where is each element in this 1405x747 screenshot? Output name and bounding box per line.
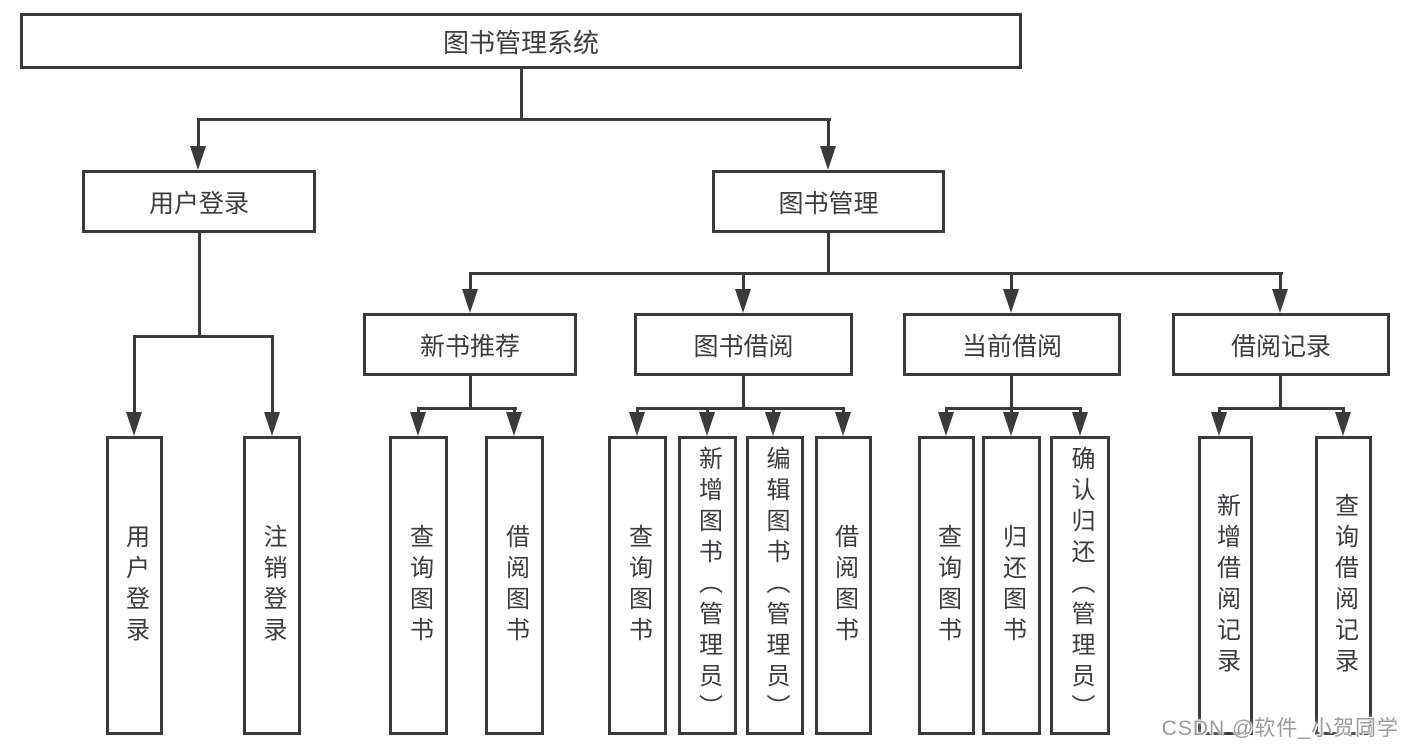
arrow-to-book-management (819, 118, 836, 170)
node-root-label: 图书管理系统 (442, 27, 599, 58)
arrow-to-book-borrow (734, 272, 751, 313)
leaf-borrow-books-2: 借阅图书 (815, 436, 872, 735)
leaf-logout-label: 注销登录 (259, 523, 286, 648)
leaf-query-books-3-label: 查询图书 (933, 523, 961, 648)
connector-borrow-records-branch (1218, 407, 1345, 410)
leaf-return-books-label: 归还图书 (998, 523, 1026, 648)
arrow-to-add-borrow-record (1210, 407, 1227, 436)
connector-new-book-trunk (469, 376, 472, 407)
arrow-to-query-borrow-record (1334, 407, 1351, 436)
arrow-to-confirm-return-admin (1071, 407, 1088, 436)
node-current-borrow: 当前借阅 (903, 313, 1121, 376)
connector-book-management-branch (469, 272, 1283, 275)
leaf-add-borrow-record: 新增借阅记录 (1198, 436, 1253, 735)
arrow-to-borrow-records (1271, 272, 1288, 313)
node-new-book-recommend-label: 新书推荐 (419, 332, 520, 361)
csdn-watermark: CSDN @软件_小贺同学 (1161, 717, 1399, 740)
arrow-to-current-borrow (1002, 272, 1019, 313)
node-current-borrow-label: 当前借阅 (961, 332, 1062, 361)
arrow-to-borrow-books-2 (834, 407, 851, 436)
node-book-management-label: 图书管理 (778, 189, 879, 218)
leaf-query-books-2: 查询图书 (608, 436, 667, 735)
leaf-add-book-admin-label: 新增图书（管理员） (694, 446, 722, 725)
arrow-to-return-books (1002, 407, 1019, 436)
leaf-return-books: 归还图书 (982, 436, 1041, 735)
node-user-login: 用户登录 (82, 170, 316, 233)
leaf-query-books-1: 查询图书 (389, 436, 448, 735)
node-borrow-records: 借阅记录 (1172, 313, 1390, 376)
arrow-to-borrow-books-1 (505, 407, 522, 436)
leaf-confirm-return-admin: 确认归还（管理员） (1050, 436, 1110, 735)
leaf-query-books-1-label: 查询图书 (405, 523, 433, 648)
node-root: 图书管理系统 (20, 13, 1022, 69)
node-book-borrow-label: 图书借阅 (693, 332, 794, 361)
node-book-borrow: 图书借阅 (634, 313, 853, 376)
leaf-edit-book-admin: 编辑图书（管理员） (746, 436, 804, 735)
connector-borrow-records-trunk (1279, 376, 1282, 407)
leaf-confirm-return-admin-label: 确认归还（管理员） (1067, 446, 1094, 725)
arrow-to-leaf-user-login (125, 335, 142, 436)
leaf-add-borrow-record-label: 新增借阅记录 (1212, 492, 1240, 679)
leaf-query-borrow-record-label: 查询借阅记录 (1330, 492, 1358, 679)
connector-book-borrow-branch (636, 407, 845, 410)
arrow-to-query-books-3 (937, 407, 954, 436)
connector-user-login-trunk (198, 233, 201, 335)
leaf-add-book-admin: 新增图书（管理员） (678, 436, 737, 735)
node-borrow-records-label: 借阅记录 (1230, 332, 1331, 361)
leaf-query-books-2-label: 查询图书 (624, 523, 652, 648)
leaf-edit-book-admin-label: 编辑图书（管理员） (762, 446, 789, 725)
leaf-logout: 注销登录 (243, 436, 301, 735)
arrow-to-query-books-2 (628, 407, 645, 436)
leaf-user-login: 用户登录 (106, 436, 163, 735)
node-user-login-label: 用户登录 (148, 189, 249, 218)
leaf-query-books-3: 查询图书 (918, 436, 975, 735)
connector-current-borrow-trunk (1010, 376, 1013, 407)
node-book-management: 图书管理 (712, 170, 945, 233)
connector-root-trunk (520, 69, 523, 118)
node-new-book-recommend: 新书推荐 (363, 313, 577, 376)
connector-book-borrow-trunk (742, 376, 745, 407)
arrow-to-query-books-1 (409, 407, 426, 436)
leaf-user-login-label: 用户登录 (121, 523, 149, 648)
arrow-to-leaf-logout (263, 335, 280, 436)
arrow-to-add-book-admin (698, 407, 715, 436)
connector-user-login-branch (133, 335, 274, 338)
leaf-borrow-books-2-label: 借阅图书 (830, 523, 858, 648)
connector-book-management-trunk (827, 233, 830, 272)
arrow-to-new-book-recommend (461, 272, 478, 313)
connector-current-borrow-branch (945, 407, 1082, 410)
leaf-borrow-books-1: 借阅图书 (485, 436, 544, 735)
leaf-borrow-books-1-label: 借阅图书 (501, 523, 529, 648)
connector-new-book-branch (417, 407, 517, 410)
leaf-query-borrow-record: 查询借阅记录 (1315, 436, 1372, 735)
arrow-to-edit-book-admin (764, 407, 781, 436)
connector-root-branch (197, 118, 831, 121)
arrow-to-user-login (189, 118, 206, 170)
